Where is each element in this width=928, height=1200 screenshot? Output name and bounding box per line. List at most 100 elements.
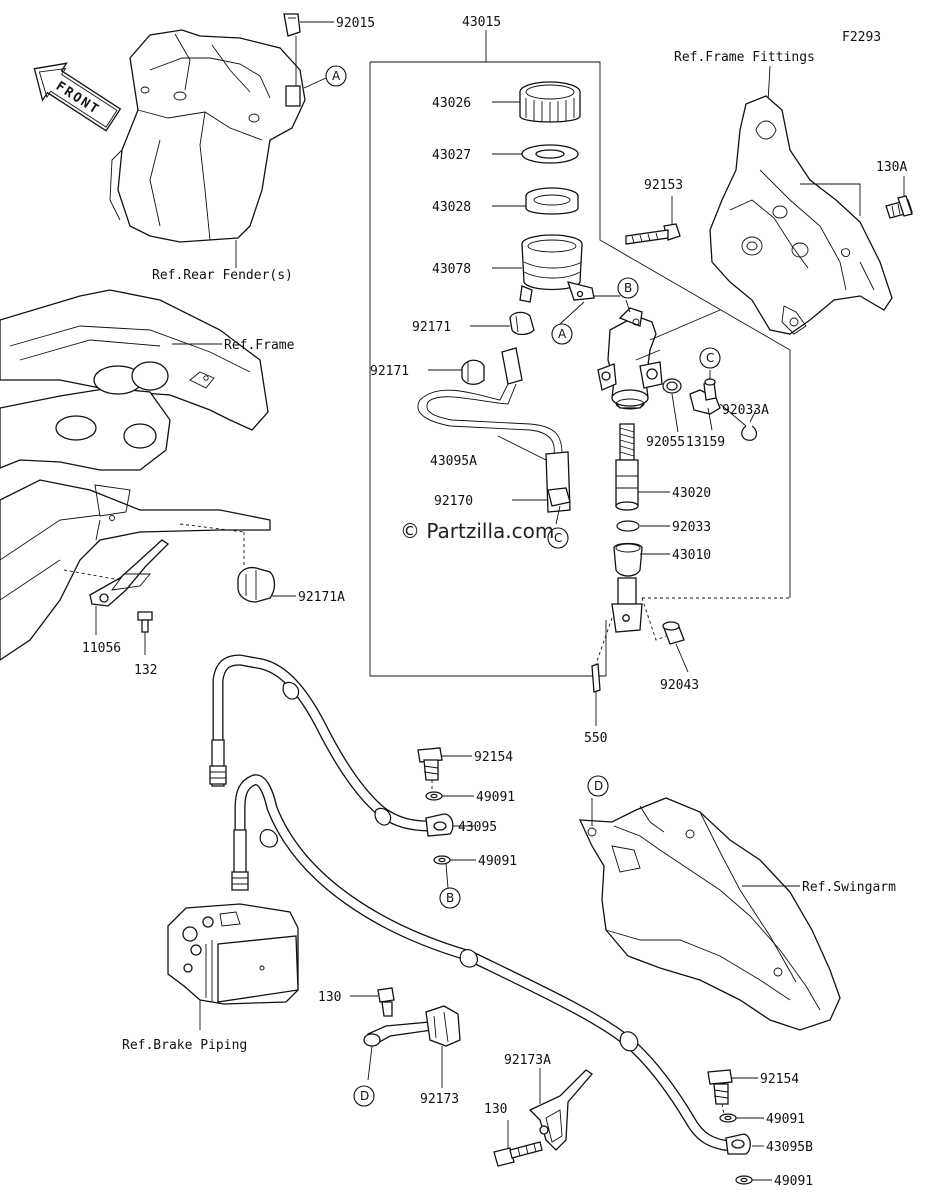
part-label-92170: 92170 [434,494,473,509]
banjo-bolt-92154-top-icon [417,747,472,794]
part-label-43010: 43010 [672,548,711,563]
callout-d-swingarm [587,775,609,797]
abs-unit-ref-drawing [167,903,299,1030]
part-label-92043: 92043 [660,678,699,693]
assembly-43015-box [369,30,791,677]
pin-92043-icon [641,597,689,673]
callout-b-cylinder-letter: B [624,281,632,295]
callout-c-92170 [547,527,569,549]
part-label-43095a: 43095A [430,454,477,469]
washer-49091-b-icon [433,855,476,889]
clamp-92171-mid-icon [428,359,485,385]
part-label-130-bottom: 130 [484,1102,507,1117]
plate-43028-icon [492,187,579,215]
diaphragm-43027-icon [492,144,579,164]
part-label-130a: 130A [876,160,907,175]
part-label-92171-mid: 92171 [370,364,409,379]
bolt-132-icon [137,611,153,655]
callout-d-clamp-letter: D [360,1089,369,1103]
part-label-43078: 43078 [432,262,471,277]
part-label-49091-a: 49091 [476,790,515,805]
part-label-92154-bottom: 92154 [760,1072,799,1087]
callout-a-reservoir [551,323,573,345]
part-label-92154-top: 92154 [474,750,513,765]
part-label-92033: 92033 [672,520,711,535]
clamp-92171a-icon [179,523,296,603]
part-label-132: 132 [134,663,157,678]
circlip-92033-icon [616,520,670,532]
bolt-130a-icon [885,176,913,219]
bolt-92153-icon [625,196,681,245]
clip-92015-icon [283,13,334,107]
front-arrow-icon: FRONT [33,62,122,132]
part-label-92153: 92153 [644,178,683,193]
frame-ref-drawing [0,289,271,661]
callout-a-fender-letter: A [332,69,341,83]
part-label-43095b: 43095B [766,1140,813,1155]
callout-c-joint [699,347,721,369]
callout-b-hose [439,887,461,909]
swingarm-ref-drawing [578,797,841,1031]
part-label-13159: 13159 [686,435,725,450]
callout-a-reservoir-letter: A [558,327,567,341]
washer-49091-a-icon [425,791,474,801]
frame-fittings-ref-drawing [709,95,893,335]
callout-c-joint-letter: C [706,351,714,365]
part-label-92171a: 92171A [298,590,345,605]
circlip-92033a-icon [719,403,758,441]
callout-d-swingarm-letter: D [594,779,603,793]
part-label-43026: 43026 [432,96,471,111]
part-label-49091-d: 49091 [774,1174,813,1189]
washer-49091-c-icon [719,1113,764,1123]
bolt-130-icon [350,987,395,1017]
callout-a-fender [325,65,347,87]
part-label-49091-b: 49091 [478,854,517,869]
part-label-92173a: 92173A [504,1053,551,1068]
brake-hose-43095-icon [209,654,454,837]
part-label-43028: 43028 [432,200,471,215]
part-label-49091-c: 49091 [766,1112,805,1127]
callout-d-clamp [353,1085,375,1107]
ref-rear-fender-label: Ref.Rear Fender(s) [152,268,293,283]
piston-43020-icon [615,423,670,511]
clamp-92170-icon [512,487,571,525]
master-cylinder-body-icon [597,299,721,410]
ref-frame-fittings-label: Ref.Frame Fittings [674,50,815,65]
rear-fender-ref-drawing [109,29,306,268]
callout-c-92170-letter: C [554,531,562,545]
bolt-130-bottom-icon [493,1141,543,1167]
clamp-92171-top-icon [470,311,535,336]
bracket-92173a-icon [507,1068,593,1151]
reservoir-hose-icon [417,347,571,513]
ref-frame-label: Ref.Frame [224,338,295,353]
part-label-11056: 11056 [82,641,121,656]
ref-swingarm-label: Ref.Swingarm [802,880,896,895]
part-label-550: 550 [584,731,607,746]
part-label-92055: 92055 [646,435,685,450]
part-label-92015: 92015 [336,16,375,31]
callout-b-hose-letter: B [446,891,454,905]
part-label-92171-top: 92171 [412,320,451,335]
joint-13159-icon [689,370,721,431]
reservoir-43078-icon [492,234,620,325]
clamp-92173-icon [363,1005,461,1088]
banjo-bolt-92154-bottom-icon [707,1069,758,1115]
washer-49091-d-icon [735,1175,772,1185]
bracket-11056-icon [63,539,170,635]
part-label-130: 130 [318,990,341,1005]
part-label-43095: 43095 [458,820,497,835]
watermark: © Partzilla.com [400,519,554,543]
part-label-43027: 43027 [432,148,471,163]
reservoir-cap-43026-icon [492,81,581,123]
part-label-43020: 43020 [672,486,711,501]
pushrod-43010-icon [611,542,670,633]
callout-b-cylinder [617,277,639,299]
o-ring-92055-icon [662,378,682,433]
part-label-92173: 92173 [420,1092,459,1107]
part-label-43015: 43015 [462,15,501,30]
brake-hose-43095b-icon [231,774,751,1155]
cotter-pin-550-icon [591,617,613,726]
ref-brake-piping-label: Ref.Brake Piping [122,1038,247,1053]
part-label-92033a: 92033A [722,403,769,418]
